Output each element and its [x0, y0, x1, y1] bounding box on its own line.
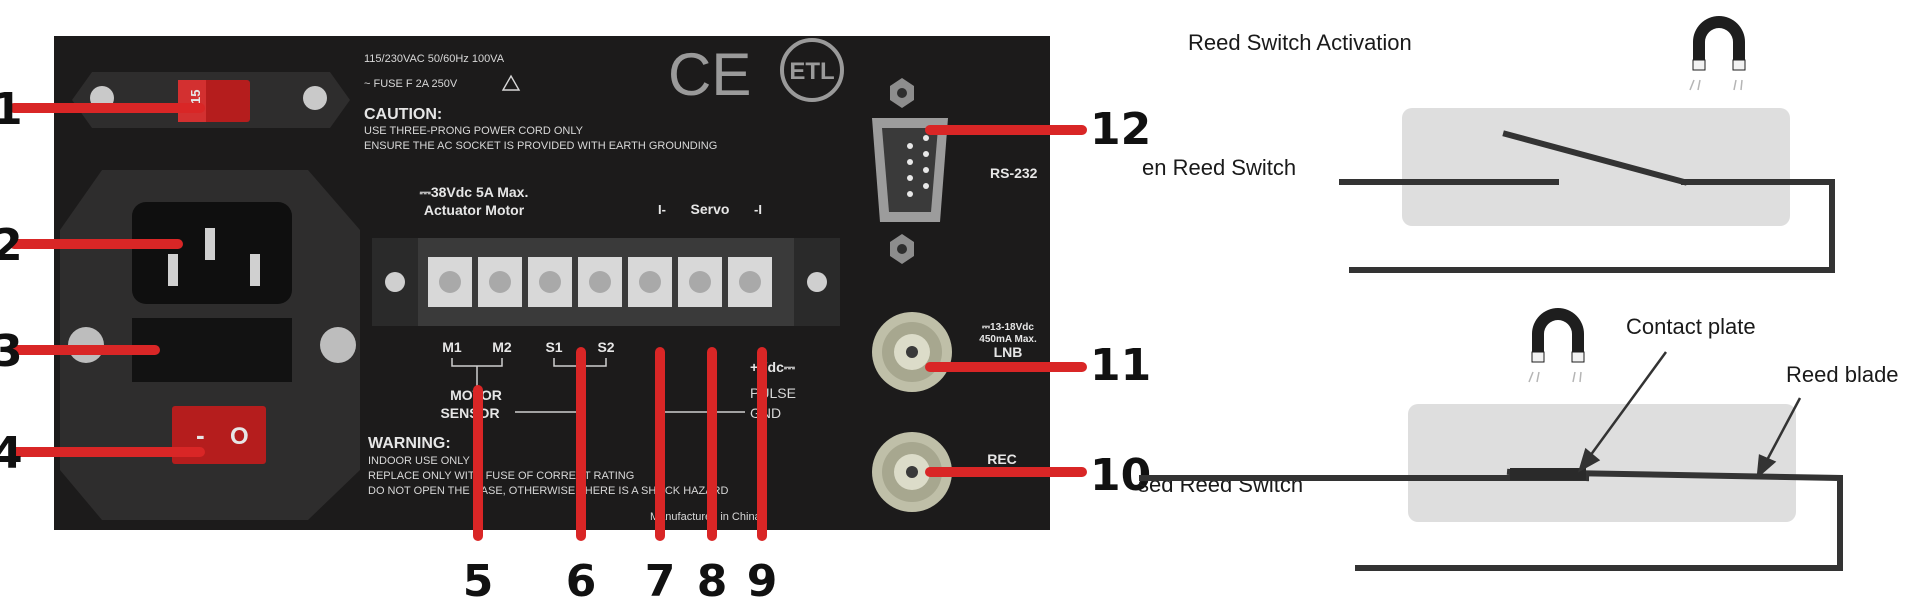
- screw-icon: [385, 272, 405, 292]
- warning-line-1: INDOOR USE ONLY: [368, 455, 471, 467]
- lnb-rating-1: ⎓13-18Vdc: [982, 322, 1034, 333]
- servo-minus: I-: [658, 202, 666, 217]
- lnb-connector[interactable]: [872, 312, 952, 392]
- ce-mark: CE: [668, 41, 751, 108]
- callout-6: 6: [566, 556, 597, 602]
- caution-line-2: ENSURE THE AC SOCKET IS PROVIDED WITH EA…: [364, 140, 717, 152]
- servo-label: Servo: [691, 201, 730, 217]
- motor-label: Actuator Motor: [424, 202, 525, 218]
- caution-title: CAUTION:: [364, 106, 442, 123]
- rec-connector[interactable]: [872, 432, 952, 512]
- magnet-icon: [1689, 16, 1746, 91]
- warning-title: WARNING:: [368, 435, 451, 452]
- callout-3: 3: [0, 326, 23, 377]
- screw-icon: [320, 327, 356, 363]
- etl-mark: ETL: [780, 38, 844, 102]
- callout-11: 11: [1090, 340, 1151, 391]
- label-arrows: [1577, 351, 1802, 480]
- warning-line-2: REPLACE ONLY WITH FUSE OF CORRECT RATING: [368, 470, 634, 482]
- callout-1: 1: [0, 84, 23, 135]
- open-reed-wires: [1339, 130, 1835, 273]
- caution-line-1: USE THREE-PRONG POWER CORD ONLY: [364, 125, 584, 137]
- manufactured-text: Manufactured in China: [650, 511, 762, 523]
- motor-rating: ⎓38Vdc 5A Max.: [420, 184, 529, 200]
- callout-7: 7: [645, 556, 676, 602]
- open-reed-label: en Reed Switch: [1142, 155, 1296, 180]
- reed-blade-label: Reed blade: [1786, 362, 1899, 387]
- label-pulse: PULSE: [750, 385, 796, 401]
- screw-icon: [807, 272, 827, 292]
- rec-label: REC: [987, 451, 1017, 467]
- callout-9: 9: [747, 556, 778, 602]
- lnb-rating-2: 450mA Max.: [979, 334, 1037, 345]
- reed-title: Reed Switch Activation: [1188, 30, 1412, 55]
- svg-text:ETL: ETL: [789, 58, 834, 85]
- callout-8: 8: [697, 556, 728, 602]
- reed-switch-open-body: [1402, 108, 1790, 226]
- label-s2: S2: [597, 339, 614, 355]
- callout-4: 4: [0, 428, 23, 479]
- rs232-label: RS-232: [990, 165, 1038, 181]
- power-switch-off: -: [196, 420, 205, 450]
- warning-triangle-icon: [501, 74, 521, 91]
- contact-plate: [1510, 468, 1586, 480]
- rating-text: 115/230VAC 50/60Hz 100VA: [364, 53, 505, 65]
- callout-5: 5: [463, 556, 494, 602]
- warning-line-3: DO NOT OPEN THE CASE, OTHERWISE THERE IS…: [368, 485, 728, 497]
- label-s1: S1: [545, 339, 562, 355]
- terminal-screws[interactable]: [428, 257, 772, 307]
- fuse-text: ~ FUSE F 2A 250V: [364, 78, 458, 90]
- rs232-connector[interactable]: [872, 78, 948, 264]
- lnb-label: LNB: [994, 344, 1023, 360]
- power-switch-on: O: [230, 423, 249, 450]
- callout-12: 12: [1090, 104, 1151, 155]
- label-m2: M2: [492, 339, 512, 355]
- callout-lines: [9, 103, 1087, 541]
- reed-switch-closed-body: [1408, 404, 1796, 522]
- label-m1: M1: [442, 339, 462, 355]
- callout-2: 2: [0, 220, 23, 271]
- voltage-selector: 115: [72, 72, 350, 128]
- contact-plate-label: Contact plate: [1626, 314, 1756, 339]
- label-sensor: SENSOR: [440, 405, 499, 421]
- screw-icon: [303, 86, 327, 110]
- terminal-block: [372, 238, 840, 326]
- servo-plus: -I: [754, 202, 762, 217]
- label-vdc: +Vdc⎓: [750, 359, 796, 375]
- magnet-icon: [1528, 308, 1585, 383]
